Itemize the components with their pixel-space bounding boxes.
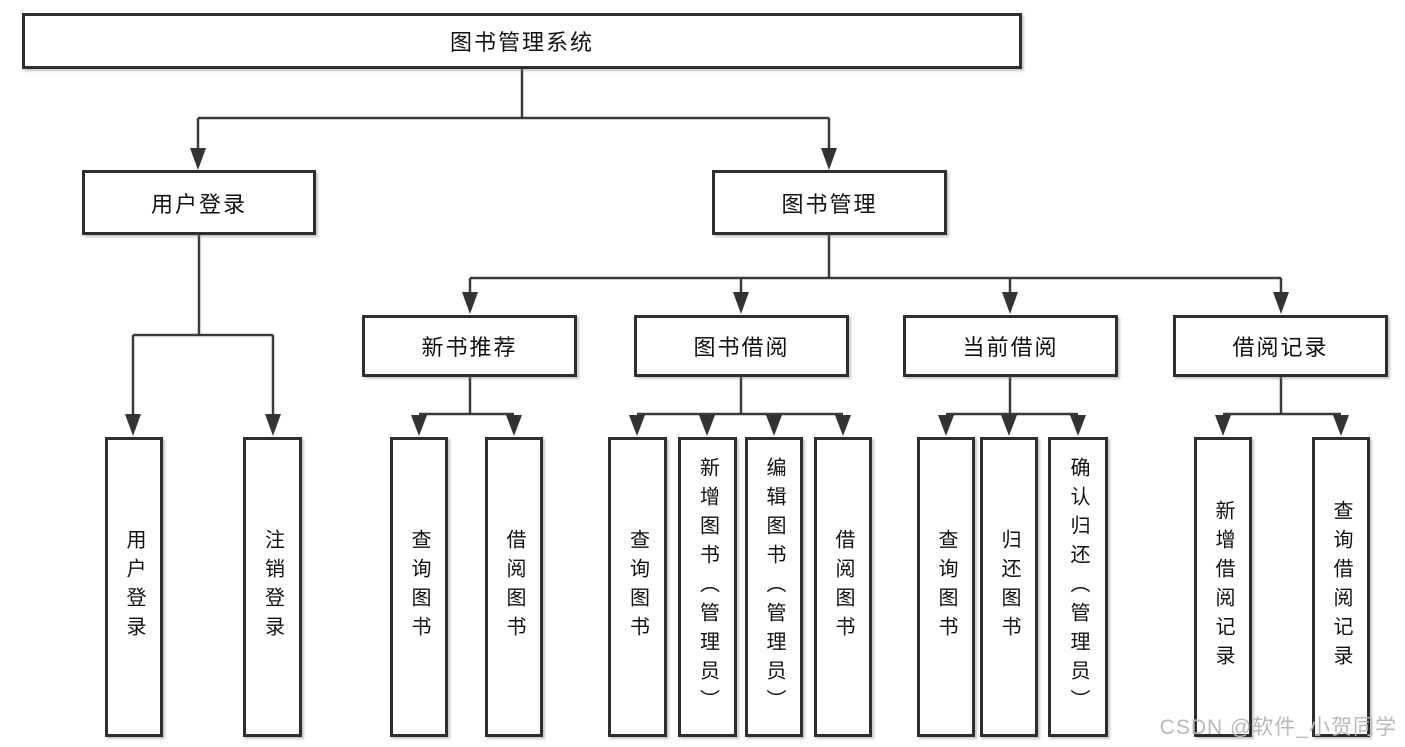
node-borrowing-records-label: 借阅记录 [1232,335,1329,360]
leaf-current-query-books: 查询图书 [917,437,975,737]
leaf-logout-label: 注销登录 [261,529,284,645]
node-root-label: 图书管理系统 [449,30,594,55]
leaf-records-query-record: 查询借阅记录 [1312,437,1370,737]
leaf-borrow-edit-books-admin-label: 编辑图书（管理员） [763,456,785,718]
leaf-borrow-add-books-admin: 新增图书（管理员） [678,437,737,737]
node-user-login-label: 用户登录 [150,191,247,217]
leaf-current-confirm-return-admin-label: 确认归还（管理员） [1067,456,1089,718]
node-user-login: 用户登录 [82,170,316,235]
leaf-borrow-borrow-books-label: 借阅图书 [832,529,854,645]
node-current-borrowing: 当前借阅 [903,315,1118,377]
leaf-user-login: 用户登录 [105,437,163,737]
leaf-newbook-query-books-label: 查询图书 [408,529,430,645]
leaf-records-add-record: 新增借阅记录 [1194,437,1252,737]
node-book-borrowing-label: 图书借阅 [693,335,790,360]
node-new-book-recommend-label: 新书推荐 [421,335,518,360]
leaf-records-add-record-label: 新增借阅记录 [1212,500,1234,674]
leaf-current-confirm-return-admin: 确认归还（管理员） [1048,437,1108,737]
leaf-borrow-edit-books-admin: 编辑图书（管理员） [745,437,803,737]
leaf-borrow-add-books-admin-label: 新增图书（管理员） [696,456,719,718]
node-book-management: 图书管理 [712,170,947,235]
leaf-borrow-query-books: 查询图书 [608,437,667,737]
leaf-user-login-label: 用户登录 [123,529,145,645]
node-book-borrowing: 图书借阅 [634,315,849,377]
leaf-logout: 注销登录 [243,437,302,737]
leaf-borrow-query-books-label: 查询图书 [626,529,649,645]
node-root-system: 图书管理系统 [22,13,1022,69]
node-borrowing-records: 借阅记录 [1173,315,1388,377]
leaf-borrow-borrow-books: 借阅图书 [814,437,872,737]
leaf-newbook-borrow-books: 借阅图书 [485,437,543,737]
node-new-book-recommend: 新书推荐 [362,315,577,377]
leaf-records-query-record-label: 查询借阅记录 [1330,500,1352,674]
leaf-newbook-query-books: 查询图书 [390,437,448,737]
node-current-borrowing-label: 当前借阅 [962,335,1059,360]
leaf-current-return-books-label: 归还图书 [998,529,1020,645]
leaf-current-return-books: 归还图书 [980,437,1038,737]
csdn-watermark: CSDN @软件_小贺同学 [1159,716,1397,739]
node-book-management-label: 图书管理 [781,191,878,217]
leaf-current-query-books-label: 查询图书 [935,529,957,645]
leaf-newbook-borrow-books-label: 借阅图书 [503,529,525,645]
